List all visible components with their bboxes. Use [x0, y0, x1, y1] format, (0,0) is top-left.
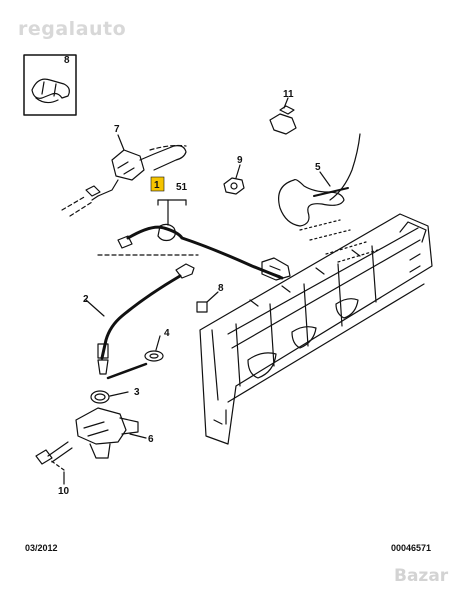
footer-reference: 00046571: [391, 543, 432, 553]
callout-6: 6: [148, 434, 154, 445]
wire-dashed-top: [61, 144, 199, 256]
callout-10: 10: [58, 486, 70, 497]
part-10-bolt: [35, 441, 73, 485]
part-7-connector: [97, 134, 187, 197]
callout-11: 11: [283, 89, 294, 100]
part-3-ring: [90, 390, 129, 404]
part-1-cable: [117, 199, 291, 281]
callout-1: 1: [154, 180, 160, 191]
callout-51: 51: [176, 182, 188, 193]
footer-date: 03/2012: [25, 543, 58, 553]
part-8-marker: [196, 291, 219, 313]
part-2-cable: [85, 263, 195, 375]
part-6-sensor: [75, 407, 147, 459]
part-4-washer: [106, 335, 164, 380]
inset-clip-frame: [23, 54, 77, 116]
part-9-nut: [223, 164, 245, 195]
callout-5: 5: [315, 162, 321, 173]
callout-1-highlight: [150, 176, 165, 192]
part-11-fastener: [269, 97, 297, 135]
callout-8: 8: [218, 283, 224, 294]
part-5-wire: [278, 133, 361, 227]
callout-4: 4: [164, 328, 170, 339]
callout-7: 7: [114, 124, 120, 135]
cable-end-fitting: [85, 185, 101, 201]
callout-2: 2: [83, 294, 89, 305]
callout-3: 3: [134, 387, 140, 398]
callout-9: 9: [237, 155, 243, 166]
watermark-text: regalauto: [18, 18, 127, 40]
instrument-housing: [199, 213, 433, 445]
callout-inset-8: 8: [64, 55, 70, 66]
site-watermark: Bazar: [394, 566, 449, 586]
